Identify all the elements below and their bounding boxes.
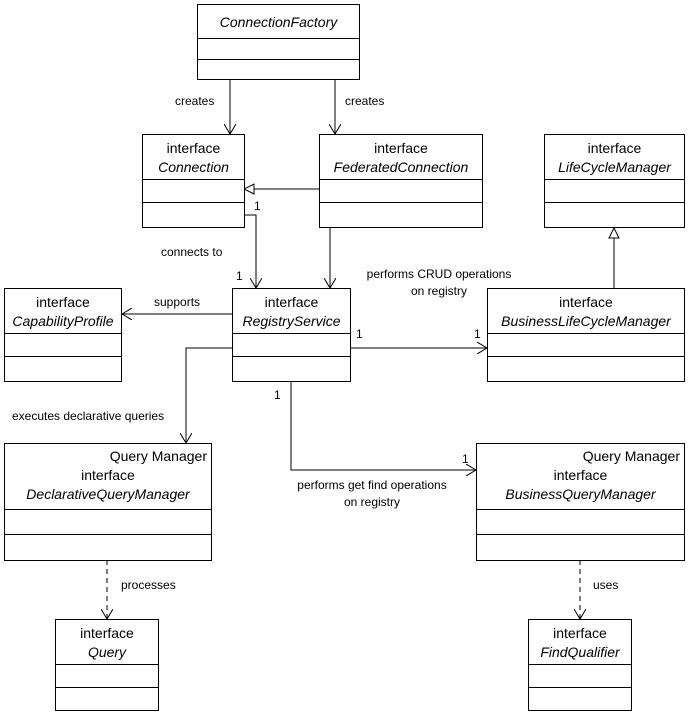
class-registry-service: interface RegistryService — [232, 288, 351, 382]
class-name: Query — [87, 644, 127, 660]
class-connection: interface Connection — [142, 134, 245, 228]
label-connects-to: connects to — [161, 245, 223, 259]
class-query: interface Query — [55, 619, 159, 711]
multiplicity-bqm-target: 1 — [462, 452, 469, 466]
class-find-qualifier: interface FindQualifier — [528, 619, 632, 711]
stereotype: interface — [559, 294, 613, 310]
stereotype: interface — [36, 294, 90, 310]
operations-compartment — [5, 356, 121, 357]
multiplicity-connection-source: 1 — [254, 199, 261, 213]
attributes-compartment — [488, 333, 684, 334]
operations-compartment — [320, 202, 482, 203]
attributes-compartment — [529, 664, 631, 665]
stereotype: interface — [166, 140, 221, 156]
class-connection-factory: ConnectionFactory — [197, 4, 360, 80]
stereotype: interface — [264, 294, 319, 310]
label-processes: processes — [121, 578, 176, 592]
operations-compartment — [5, 534, 211, 535]
multiplicity-blcm-target: 1 — [474, 327, 481, 341]
class-declarative-query-manager: Query Manager interface DeclarativeQuery… — [4, 443, 212, 561]
stereotype: interface — [553, 625, 607, 641]
operations-compartment — [488, 356, 684, 357]
attributes-compartment — [198, 38, 359, 39]
stereotype: interface — [374, 140, 428, 156]
attributes-compartment — [477, 509, 684, 510]
get-find-arrow — [290, 381, 476, 470]
operations-compartment — [529, 687, 631, 688]
query-manager-tag: Query Manager — [109, 448, 207, 464]
query-manager-tag: Query Manager — [582, 448, 680, 464]
class-business-query-manager: Query Manager interface BusinessQueryMan… — [476, 443, 685, 561]
class-name: ConnectionFactory — [219, 14, 338, 30]
attributes-compartment — [545, 179, 684, 180]
label-get-find-line2: on registry — [343, 495, 401, 509]
operations-compartment — [545, 202, 684, 203]
label-uses: uses — [593, 578, 619, 592]
attributes-compartment — [5, 333, 121, 334]
connects-to-arrow — [244, 214, 256, 288]
label-get-find-line1: performs get find operations — [297, 478, 447, 492]
class-federated-connection: interface FederatedConnection — [319, 134, 483, 228]
operations-compartment — [56, 687, 158, 688]
stereotype: interface — [81, 467, 135, 483]
class-name: FederatedConnection — [333, 159, 469, 175]
multiplicity-blcm-source: 1 — [356, 327, 363, 341]
label-crud-line2: on registry — [410, 284, 468, 298]
class-name: DeclarativeQueryManager — [26, 486, 190, 502]
attributes-compartment — [56, 664, 158, 665]
attributes-compartment — [143, 179, 244, 180]
class-name: BusinessQueryManager — [505, 486, 656, 502]
label-supports: supports — [154, 295, 201, 309]
operations-compartment — [143, 202, 244, 203]
label-creates-right: creates — [345, 94, 385, 108]
executes-arrow — [186, 347, 232, 443]
class-name: FindQualifier — [540, 644, 620, 660]
stereotype: interface — [80, 625, 134, 641]
operations-compartment — [233, 356, 350, 357]
multiplicity-connection-target: 1 — [236, 269, 243, 283]
class-life-cycle-manager: interface LifeCycleManager — [544, 134, 685, 228]
class-name: Connection — [158, 159, 229, 175]
stereotype: interface — [587, 140, 642, 156]
class-name: RegistryService — [242, 313, 341, 329]
class-name: LifeCycleManager — [558, 159, 671, 175]
operations-compartment — [198, 59, 359, 60]
attributes-compartment — [5, 509, 211, 510]
multiplicity-bqm-source: 1 — [274, 388, 281, 402]
label-creates-left: creates — [175, 94, 215, 108]
operations-compartment — [477, 534, 684, 535]
label-executes: executes declarative queries — [12, 409, 165, 423]
class-business-life-cycle-manager: interface BusinessLifeCycleManager — [487, 288, 685, 382]
class-name: CapabilityProfile — [12, 313, 114, 329]
attributes-compartment — [320, 179, 482, 180]
stereotype: interface — [553, 467, 608, 483]
label-crud-line1: performs CRUD operations — [366, 267, 512, 281]
attributes-compartment — [233, 333, 350, 334]
class-name: BusinessLifeCycleManager — [501, 313, 671, 329]
class-capability-profile: interface CapabilityProfile — [4, 288, 122, 382]
